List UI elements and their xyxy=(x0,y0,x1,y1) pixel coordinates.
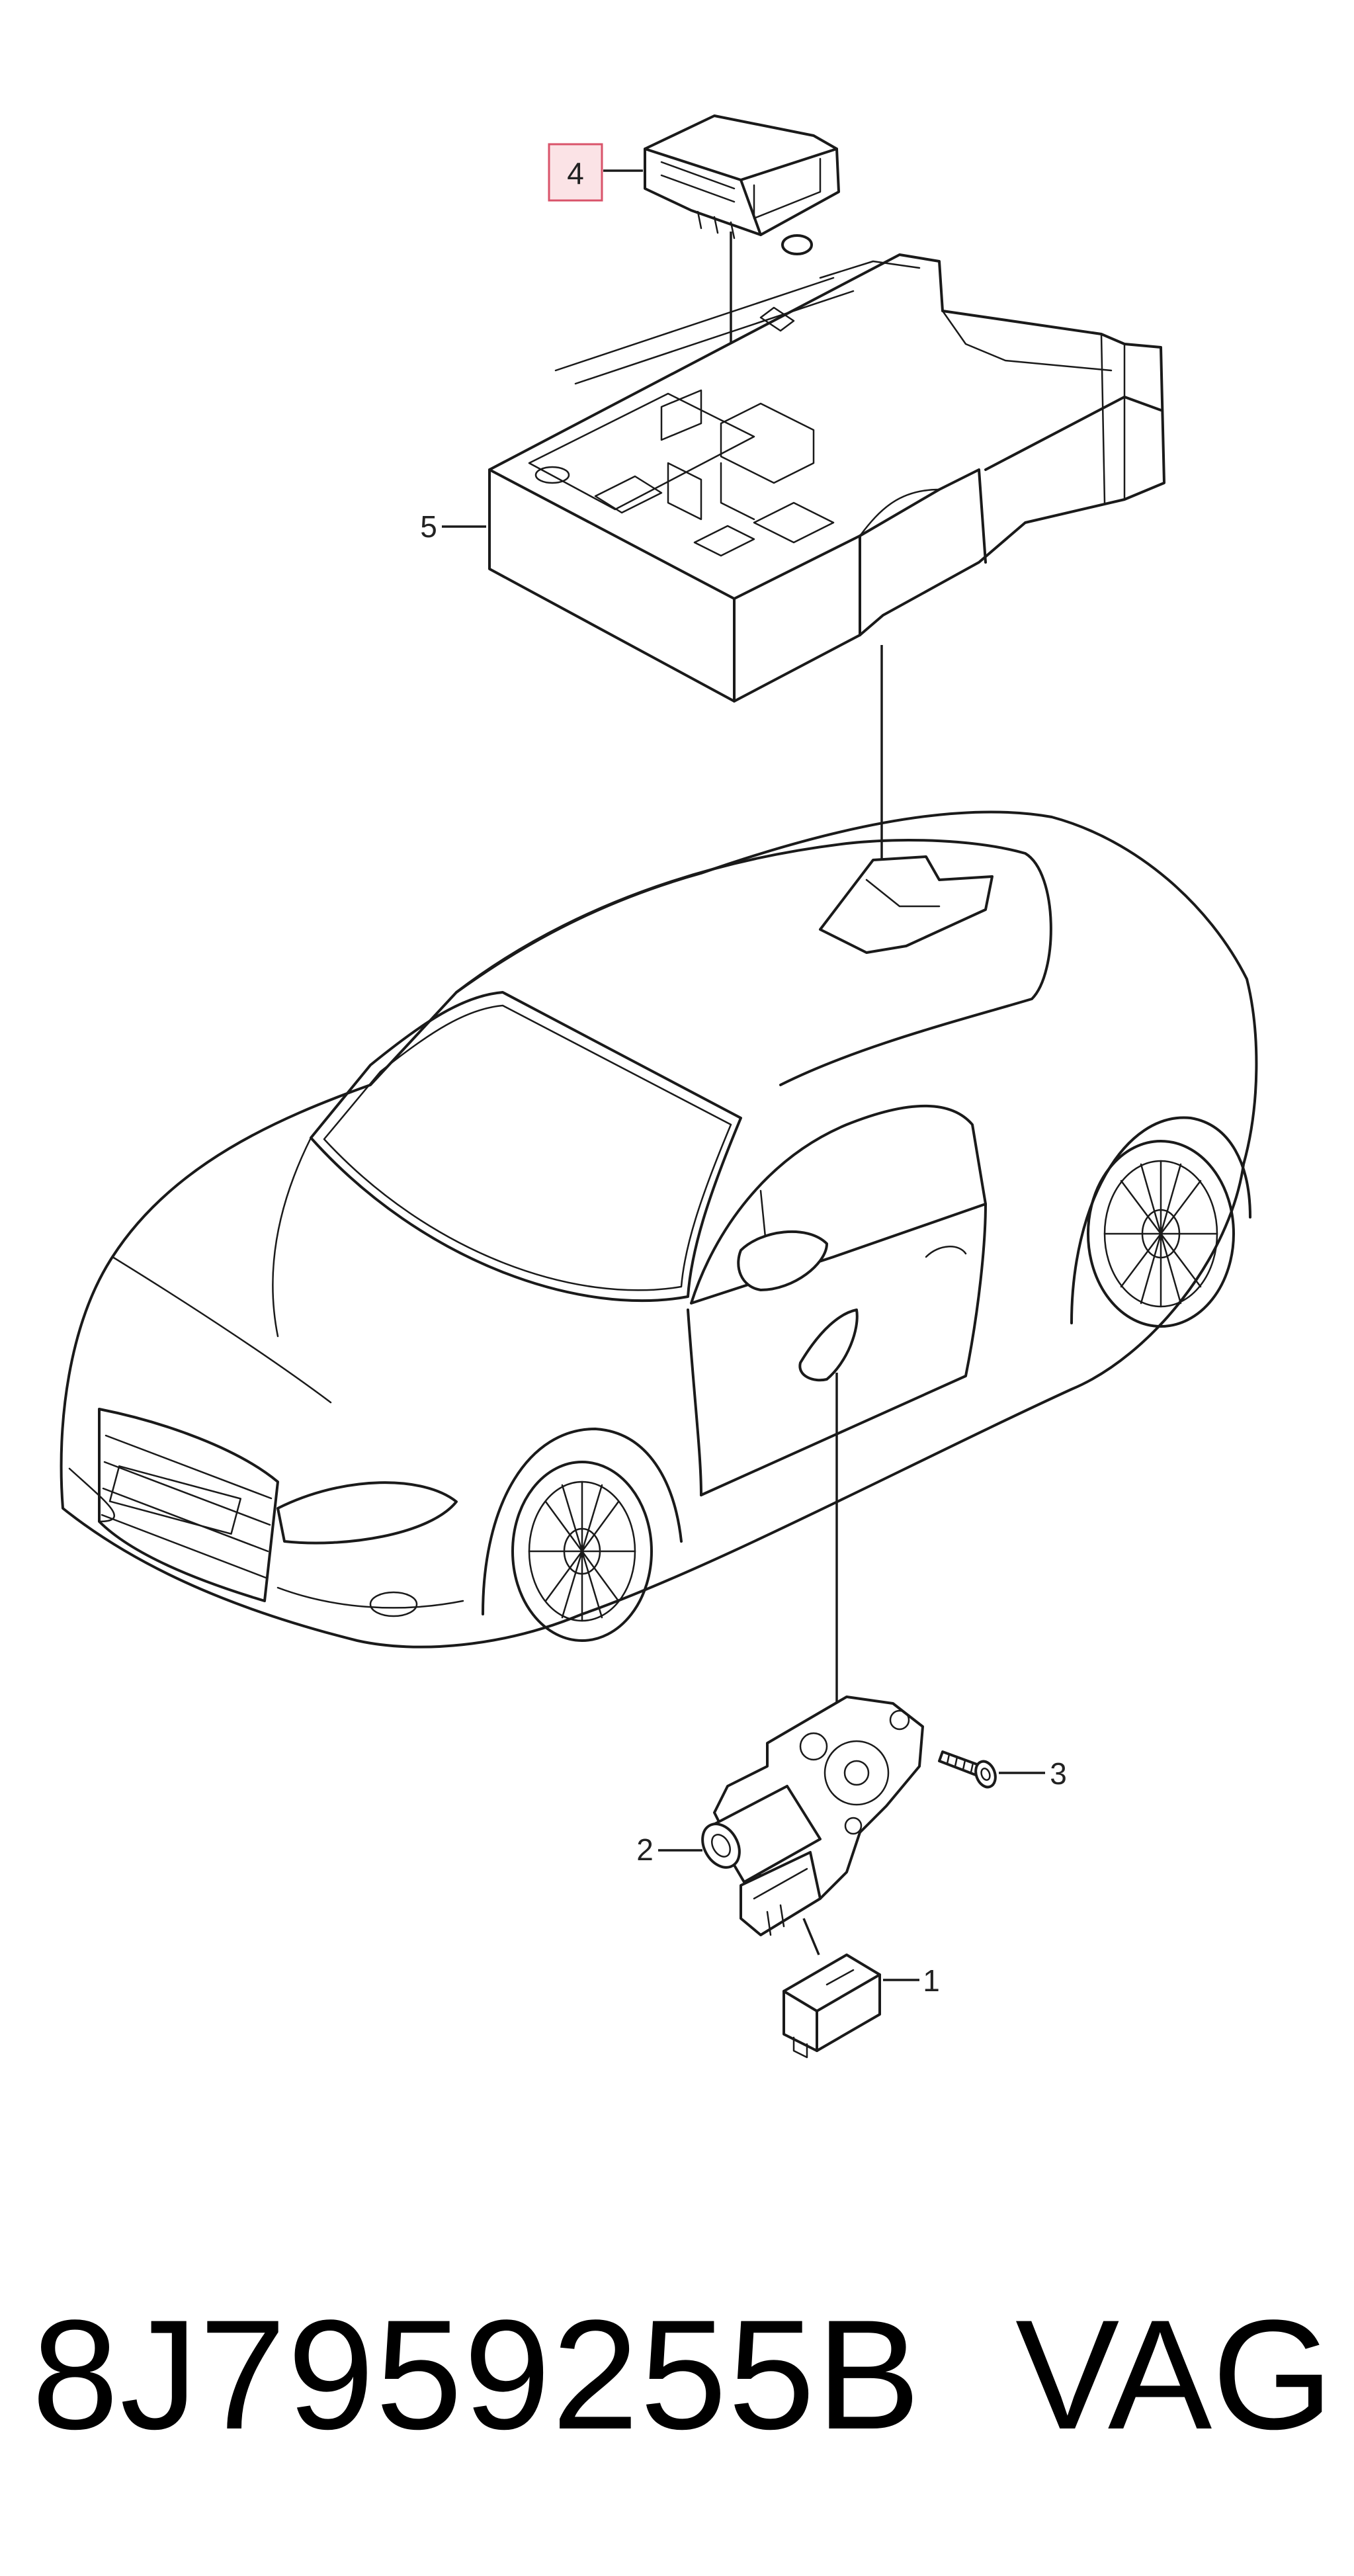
callout-5-label: 5 xyxy=(420,509,437,544)
actuator-motor-part-2[interactable] xyxy=(695,1696,924,1936)
callout-4-label: 4 xyxy=(567,156,584,191)
callout-1[interactable]: 1 xyxy=(883,1963,940,1998)
callout-2[interactable]: 2 xyxy=(636,1832,702,1867)
footer: 8J7959255B VAG xyxy=(0,2276,1354,2474)
callout-4-highlight-box xyxy=(548,143,603,202)
callout-5[interactable]: 5 xyxy=(420,509,486,544)
storage-tray-part-5[interactable] xyxy=(488,253,1165,703)
part-number: 8J7959255B xyxy=(32,2288,922,2462)
screw-part-3[interactable] xyxy=(938,1750,999,1790)
leader-line-motor-to-module xyxy=(802,1918,820,1955)
callout-3[interactable]: 3 xyxy=(999,1756,1067,1791)
parts-diagram: 4 5 xyxy=(60,114,1258,2059)
callout-1-label: 1 xyxy=(923,1963,940,1998)
callout-2-label: 2 xyxy=(636,1832,654,1867)
control-module-part-4[interactable] xyxy=(644,114,840,255)
control-unit-part-1[interactable] xyxy=(783,1953,881,2059)
callout-3-label: 3 xyxy=(1050,1756,1067,1791)
callout-4[interactable]: 4 xyxy=(548,143,643,202)
car-illustration xyxy=(60,810,1258,1649)
brand-label: VAG xyxy=(1015,2288,1333,2462)
